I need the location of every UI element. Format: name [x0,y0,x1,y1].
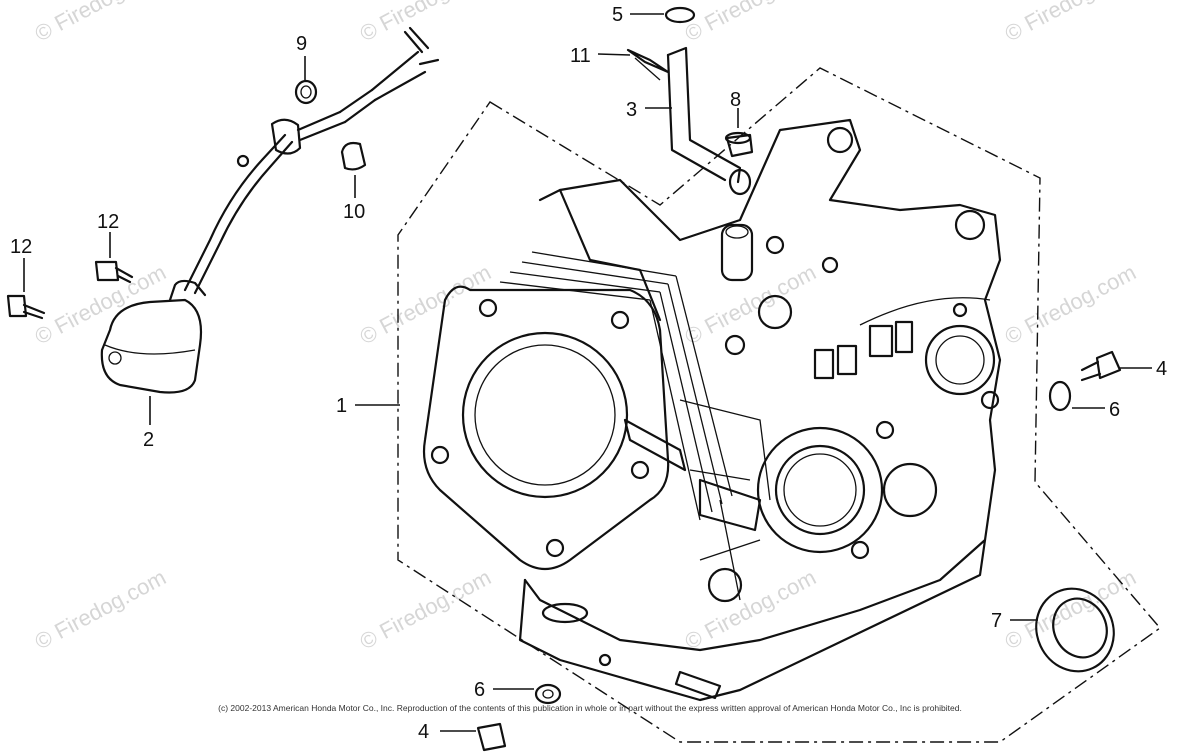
clip-11[interactable] [626,48,670,81]
callout-label: 12 [97,211,119,233]
washer-6-upper[interactable] [1048,380,1072,412]
callout-label: 3 [626,99,637,121]
washer-9[interactable] [294,79,318,105]
washer-5[interactable] [664,6,696,24]
callout-labels: 5 11 3 8 9 10 12 12 2 1 4 6 7 6 4 [10,4,1167,743]
watermark: © Firedog.com [1001,259,1140,349]
watermark: © Firedog.com [681,0,820,46]
bolt-4-upper[interactable] [1080,350,1122,382]
callout-label: 11 [570,45,591,67]
watermark: © Firedog.com [31,259,170,349]
leader-lines [23,13,1152,732]
ignition-coil[interactable] [100,26,440,394]
watermark: © Firedog.com [31,564,170,654]
watermark: © Firedog.com [1001,0,1140,46]
bolt-12a[interactable] [94,260,134,284]
watermark: © Firedog.com [31,0,170,46]
callout-label: 6 [1109,399,1120,421]
bolt-4-lower[interactable] [476,722,507,752]
watermark: © Firedog.com [1001,564,1140,654]
copyright-notice: (c) 2002-2013 American Honda Motor Co., … [218,703,962,713]
callout-label: 1 [336,395,347,417]
callout-label: 6 [474,679,485,701]
washer-6-lower[interactable] [534,683,562,705]
grommet-10[interactable] [340,141,367,171]
callout-label: 5 [612,4,623,26]
callout-label: 7 [991,610,1002,632]
callout-label: 8 [730,89,741,111]
grommet-8[interactable] [724,131,754,158]
assembly-boundary [397,67,1162,743]
watermark: © Firedog.com [681,259,820,349]
callout-label: 10 [343,201,365,223]
bolt-12b[interactable] [6,294,46,320]
crankcase-cylinder[interactable] [422,118,1002,702]
callout-label: 4 [418,721,429,743]
callout-label: 4 [1156,358,1167,380]
callout-label: 2 [143,429,154,451]
callout-label: 12 [10,236,32,258]
oil-seal-7[interactable] [1023,576,1127,684]
watermark-layer: © Firedog.com © Firedog.com © Firedog.co… [31,0,1140,654]
callout-label: 9 [296,33,307,55]
watermark: © Firedog.com [356,259,495,349]
breather-tube[interactable] [666,46,752,196]
watermark: © Firedog.com [356,0,495,46]
